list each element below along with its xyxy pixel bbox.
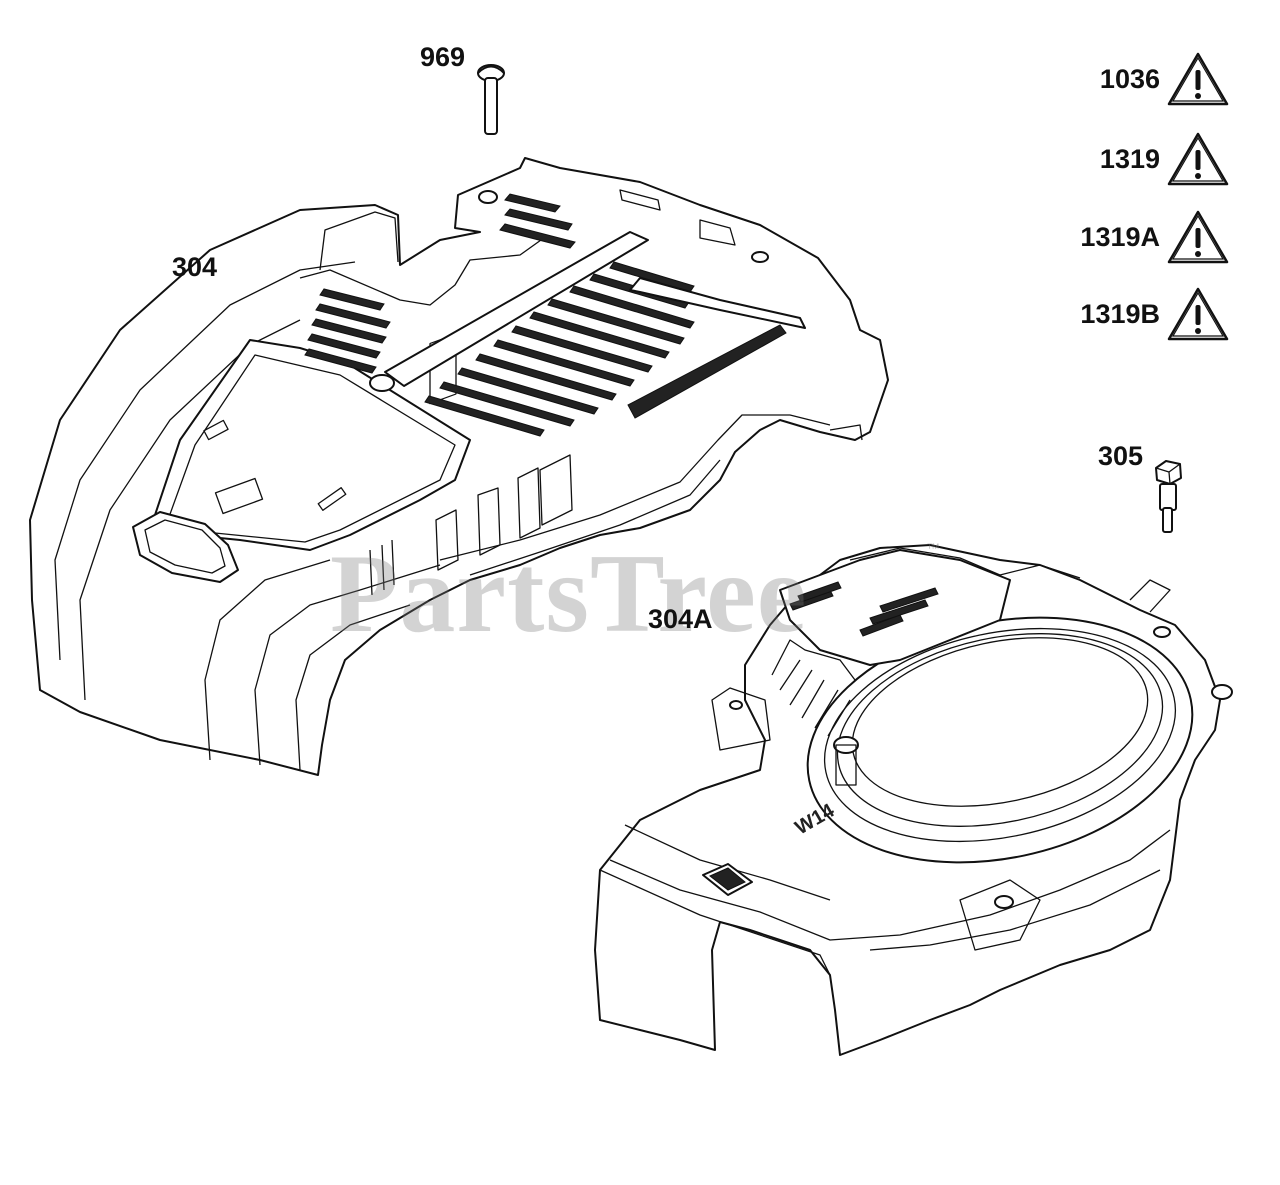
warning-triangle-icon: [1167, 52, 1229, 106]
warning-label-number: 1319B: [1080, 298, 1160, 329]
warning-label-1319A[interactable]: 1319A: [1080, 208, 1230, 266]
warning-label-number: 1319: [1099, 143, 1160, 174]
watermark: PartsTree: [330, 532, 808, 656]
callout-969[interactable]: 969: [420, 42, 466, 72]
callout-305[interactable]: 305: [1098, 441, 1144, 471]
blower-housing-304A-drawing: [594, 544, 1233, 1056]
callout-304[interactable]: 304: [172, 252, 218, 282]
warning-label-number: 1036: [1099, 63, 1160, 94]
blower-housing-304-drawing: [29, 157, 889, 776]
callout-304A[interactable]: 304A: [648, 604, 713, 634]
warning-label-1319B[interactable]: 1319B: [1080, 285, 1230, 343]
warning-label-number: 1319A: [1080, 221, 1160, 252]
bolt-305-drawing: [1155, 460, 1182, 533]
warning-triangle-icon: [1167, 210, 1229, 264]
grille-slots: [304, 193, 695, 437]
warning-label-1036[interactable]: 1036: [1100, 50, 1230, 108]
warning-label-1319[interactable]: 1319: [1100, 130, 1230, 188]
warning-triangle-icon: [1167, 132, 1229, 186]
watermark-trademark: ™: [926, 540, 940, 556]
warning-triangle-icon: [1167, 287, 1229, 341]
screw-969-drawing: [477, 64, 505, 135]
